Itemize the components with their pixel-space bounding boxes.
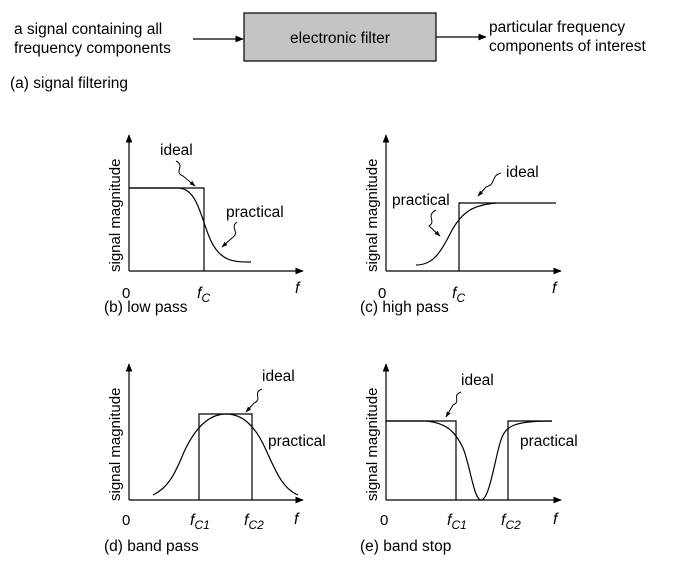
panel-low-pass: signal magnitude ideal practical 0 fC f	[107, 134, 304, 305]
ideal-response	[129, 187, 205, 271]
ideal-pointer	[245, 388, 263, 413]
electronic-filter-box	[243, 12, 437, 62]
panel-high-pass: signal magnitude ideal practical 0 fC f	[364, 134, 562, 305]
caption-low-pass: (b) low pass	[104, 299, 188, 316]
practical-label: practical	[226, 204, 284, 221]
input-signal-label-line1: a signal containing all	[14, 21, 163, 38]
ideal-response	[458, 202, 556, 271]
practical-label: practical	[392, 192, 450, 209]
cutoff-frequency-1-label: fC1	[447, 512, 467, 532]
practical-response	[386, 420, 553, 501]
ideal-response	[198, 413, 253, 500]
caption-signal-filtering: (a) signal filtering	[10, 75, 129, 92]
output-signal-label: particular frequency components of inter…	[489, 18, 646, 56]
y-axis-label: signal magnitude	[107, 388, 124, 501]
origin-label: 0	[122, 512, 130, 529]
panel-band-stop: signal magnitude ideal practical 0 fC1 f…	[364, 363, 578, 532]
practical-pointer	[428, 209, 441, 237]
electronic-filter-label: electronic filter	[290, 30, 390, 47]
caption-high-pass: (c) high pass	[360, 299, 449, 316]
panel-band-pass: signal magnitude ideal practical 0 fC1 f…	[107, 363, 326, 532]
ideal-pointer	[477, 172, 502, 197]
frequency-axis-symbol: f	[552, 280, 558, 297]
y-axis-label: signal magnitude	[107, 159, 124, 272]
frequency-axis-symbol: f	[295, 280, 301, 297]
ideal-label: ideal	[262, 368, 295, 385]
ideal-pointer	[445, 391, 462, 418]
caption-band-pass: (d) band pass	[104, 538, 199, 555]
output-signal-label-line2: components of interest	[489, 38, 646, 55]
practical-label: practical	[268, 433, 326, 450]
cutoff-frequency-1-label: fC1	[190, 512, 210, 532]
ideal-label: ideal	[160, 142, 193, 159]
output-signal-label-line1: particular frequency	[489, 19, 626, 36]
practical-response	[152, 413, 299, 496]
practical-pointer	[221, 221, 238, 248]
ideal-label: ideal	[461, 372, 494, 389]
cutoff-frequency-label: fC	[197, 285, 210, 305]
origin-label: 0	[378, 285, 386, 302]
input-signal-label: a signal containing all frequency compon…	[14, 20, 171, 58]
practical-response	[129, 187, 252, 263]
input-signal-label-line2: frequency components	[14, 40, 171, 57]
frequency-axis-symbol: f	[294, 511, 300, 528]
ideal-pointer	[175, 160, 196, 187]
cutoff-frequency-label: fC	[452, 285, 465, 305]
y-axis-label: signal magnitude	[364, 159, 381, 272]
origin-label: 0	[380, 512, 388, 529]
cutoff-frequency-2-label: fC2	[244, 512, 264, 532]
y-axis-label: signal magnitude	[364, 388, 381, 501]
practical-label: practical	[520, 433, 578, 450]
cutoff-frequency-2-label: fC2	[501, 512, 521, 532]
frequency-axis-symbol: f	[553, 511, 559, 528]
ideal-label: ideal	[506, 164, 539, 181]
caption-band-stop: (e) band stop	[360, 538, 452, 555]
practical-response	[415, 202, 497, 266]
origin-label: 0	[122, 285, 130, 302]
